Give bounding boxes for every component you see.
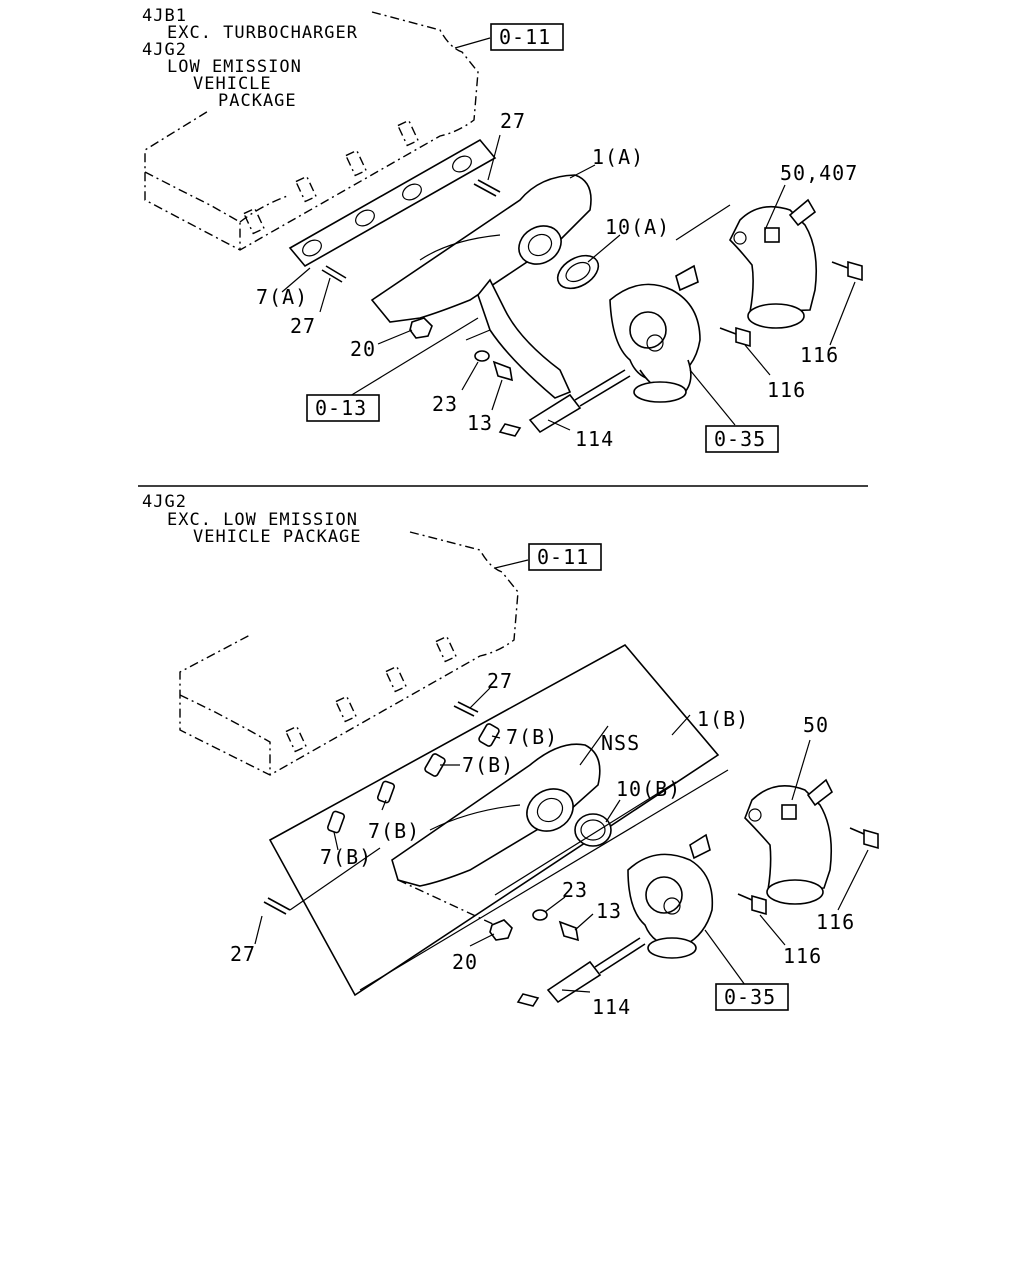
header-line: PACKAGE	[218, 91, 297, 111]
part-label: 1(B)	[697, 707, 749, 731]
part-label: 50,407	[780, 161, 858, 185]
nut-20	[489, 919, 513, 941]
part-label: 27	[500, 109, 526, 133]
leader-lines-bottom	[254, 559, 869, 993]
part-label: 20	[350, 337, 376, 361]
ref-box-0-11: 0-11	[490, 23, 564, 51]
ref-label: 0-35	[724, 985, 776, 1009]
exhaust-manifold-1a	[370, 174, 592, 323]
washer-23	[474, 350, 490, 362]
header-line: VEHICLE PACKAGE	[193, 527, 362, 547]
part-label: 7(B)	[368, 819, 420, 843]
exhaust-gasket-7a	[288, 138, 497, 268]
nut-20	[409, 317, 433, 339]
part-label: 7(B)	[506, 725, 558, 749]
part-label: 1(A)	[592, 145, 644, 169]
leader-lines-top	[281, 37, 856, 431]
cylinder-head-outline	[144, 11, 479, 251]
ref-box-0-35: 0-35	[705, 425, 779, 453]
ref-box-0-11: 0-11	[528, 543, 602, 571]
section-bottom: 4JG2 EXC. LOW EMISSION VEHICLE PACKAGE	[142, 492, 879, 1019]
part-label: 13	[467, 411, 493, 435]
outlet-elbow-50-407	[729, 198, 818, 329]
part-label: 114	[592, 995, 631, 1019]
ref-label: 0-35	[714, 427, 766, 451]
part-labels-bottom: 27 1(B) NSS 50 7(B) 7(B) 7(B) 7(B) 10(B)…	[230, 669, 855, 1019]
part-label: 7(A)	[256, 285, 308, 309]
assembly-axis	[397, 879, 496, 926]
header-line: 4JG2	[142, 40, 187, 60]
gasket-10a	[556, 254, 600, 290]
bolt-13	[492, 360, 513, 382]
part-label: 116	[783, 944, 822, 968]
gasket-7b	[376, 780, 396, 804]
cylinder-head-outline	[179, 531, 519, 776]
ref-box-0-13: 0-13	[306, 394, 380, 422]
header-line: EXC. LOW EMISSION	[167, 510, 358, 530]
bolt-116	[831, 260, 863, 282]
part-label: 50	[803, 713, 829, 737]
ref-label: 0-13	[315, 396, 367, 420]
gasket-7b	[478, 723, 500, 747]
part-label: 7(B)	[320, 845, 372, 869]
stud-27	[453, 701, 479, 717]
stud-27-lower	[263, 897, 291, 915]
bolt-116	[719, 326, 751, 348]
stud-27	[473, 179, 501, 197]
bracket	[477, 278, 572, 399]
bolt-13	[558, 920, 579, 942]
gasket-7b	[326, 810, 346, 834]
header-line: LOW EMISSION	[167, 57, 302, 77]
ref-label: 0-11	[499, 25, 551, 49]
part-label: 20	[452, 950, 478, 974]
part-label: 13	[596, 899, 622, 923]
assembly-frame-1b	[268, 643, 720, 997]
part-label: 27	[230, 942, 256, 966]
section-top: 4JB1 EXC. TURBOCHARGER 4JG2 LOW EMISSION…	[142, 6, 863, 453]
ref-label: 0-11	[537, 545, 589, 569]
part-label: 10(B)	[616, 777, 681, 801]
stud-27-lower	[321, 265, 347, 283]
part-label: 23	[562, 878, 588, 902]
bolt-116	[737, 893, 767, 916]
part-label: 27	[487, 669, 513, 693]
turbocharger	[627, 833, 714, 959]
washer-23	[532, 909, 548, 921]
part-label: 114	[575, 427, 614, 451]
outlet-elbow-50	[744, 778, 834, 905]
part-label: 27	[290, 314, 316, 338]
header-line: VEHICLE	[193, 74, 272, 94]
ref-box-0-35: 0-35	[715, 983, 789, 1011]
header-line: EXC. TURBOCHARGER	[167, 23, 358, 43]
oil-pipe-114	[516, 937, 646, 1007]
bolt-116	[849, 827, 879, 850]
exhaust-manifold-1b	[391, 743, 601, 887]
header-line: 4JG2	[142, 492, 187, 512]
section-top-header: 4JB1 EXC. TURBOCHARGER 4JG2 LOW EMISSION…	[142, 6, 358, 111]
part-label: NSS	[601, 731, 640, 755]
part-label: 10(A)	[605, 215, 670, 239]
section-bottom-header: 4JG2 EXC. LOW EMISSION VEHICLE PACKAGE	[142, 492, 362, 547]
gasket-7b	[424, 753, 446, 777]
oil-pipe-114	[498, 369, 631, 437]
part-label: 116	[800, 343, 839, 367]
gasket-10b	[574, 813, 612, 847]
header-line: 4JB1	[142, 6, 187, 26]
part-labels-top: 27 1(A) 50,407 10(A) 7(A) 27 20 116 116 …	[256, 109, 858, 451]
part-label: 23	[432, 392, 458, 416]
part-label: 7(B)	[462, 753, 514, 777]
part-label: 116	[767, 378, 806, 402]
turbocharger	[609, 264, 701, 403]
part-label: 116	[816, 910, 855, 934]
